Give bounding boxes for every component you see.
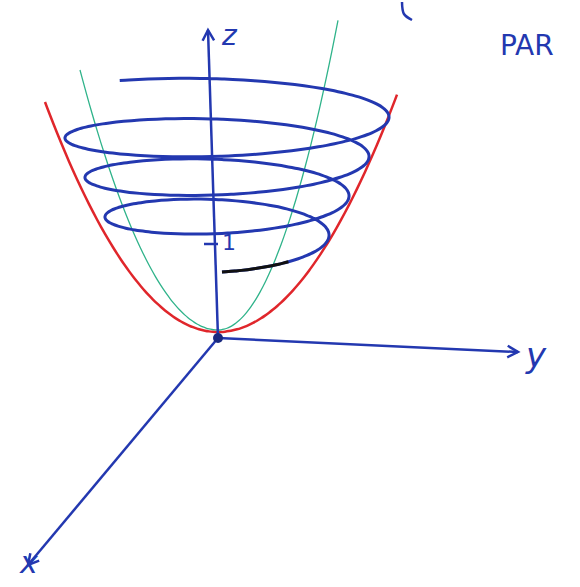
title-fragment: PAR xyxy=(500,32,554,60)
curve-start xyxy=(222,262,288,272)
axis-label: z xyxy=(222,22,237,50)
stroke-fragment xyxy=(402,2,412,20)
paraboloid-outline xyxy=(45,95,397,332)
axis-arrowhead xyxy=(507,346,518,357)
axis-tick xyxy=(204,243,218,246)
axis-label: x xyxy=(20,548,38,578)
axis-arrowhead xyxy=(203,30,215,41)
x-axis xyxy=(28,338,218,565)
axis-label: y xyxy=(526,338,546,372)
spiral-curve xyxy=(65,78,389,272)
z-axis xyxy=(208,30,218,338)
origin-dot xyxy=(213,333,223,343)
tick-label: 1 xyxy=(222,232,236,254)
y-axis xyxy=(218,338,518,352)
